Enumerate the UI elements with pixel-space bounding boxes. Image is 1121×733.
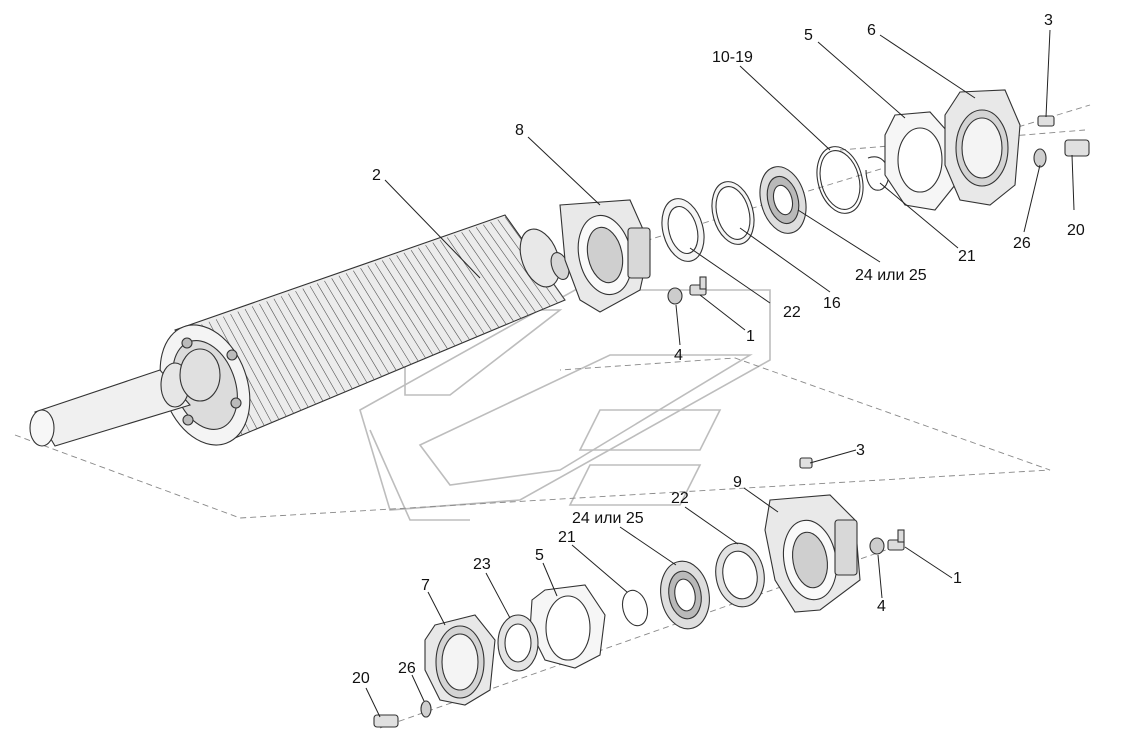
callout-3-top: 3 (1044, 12, 1053, 29)
drum-rib (403, 252, 463, 344)
callout-10-19: 10-19 (712, 49, 753, 66)
circlip-21-bot (621, 589, 649, 627)
drum-rib (273, 298, 331, 399)
drum-rib (490, 221, 551, 307)
drum-rib (461, 232, 522, 319)
shaft (29, 348, 221, 447)
drum-rib (389, 257, 448, 350)
callout-22-top: 22 (783, 304, 801, 321)
drum-rib (345, 273, 404, 368)
gasket-5-bot (529, 584, 606, 669)
cover-7 (424, 614, 496, 706)
ring-16 (711, 181, 755, 245)
plug-20-top (1064, 139, 1090, 157)
ring-22-top (661, 198, 705, 262)
callout-9: 9 (733, 474, 742, 491)
drum-rib (251, 306, 309, 408)
drum-rib (244, 308, 302, 411)
drum-rib (230, 313, 287, 417)
drum-rib (295, 290, 353, 390)
bearing-housing-8 (559, 199, 651, 313)
callout-8: 8 (515, 122, 524, 139)
drum-rib (374, 262, 434, 356)
drum-rib (475, 227, 536, 313)
bolt-3-bot (799, 457, 813, 469)
callout-3-bot: 3 (856, 442, 865, 459)
drum-rib (396, 255, 456, 347)
callout-7: 7 (421, 577, 430, 594)
callout-labels: 3 6 5 10-19 8 2 20 26 21 24 или 25 16 22… (352, 12, 1085, 687)
callout-5-bot: 5 (535, 547, 544, 564)
callout-5-top: 5 (804, 27, 813, 44)
drum-rib (338, 275, 397, 371)
nut-4-top (667, 287, 683, 305)
seal-23 (497, 614, 539, 672)
drum-rib (439, 239, 500, 328)
callout-4-bot: 4 (877, 598, 886, 615)
drum-rib (353, 270, 412, 365)
drum-rib (425, 244, 485, 334)
callout-4-top: 4 (674, 347, 683, 364)
drum-rib (302, 288, 360, 387)
ring-10-19 (816, 146, 864, 214)
fitting-1-bot (887, 529, 905, 551)
callout-23: 23 (473, 556, 491, 573)
drum-rib (468, 229, 529, 316)
drum-rib (324, 280, 382, 377)
bolt-3-top (1037, 115, 1055, 127)
drum-rib (266, 301, 324, 402)
drum-rib (331, 278, 390, 374)
drum-rib (367, 265, 426, 359)
drum-rib (309, 285, 368, 383)
washer-26-bot (420, 700, 432, 718)
drum-rib (418, 247, 478, 337)
plug-20-bot (373, 714, 399, 728)
drum-rib (316, 283, 375, 380)
callout-1-bot: 1 (953, 570, 962, 587)
callout-21-bot: 21 (558, 529, 576, 546)
circlip-21-top (865, 156, 889, 191)
roller-drum (159, 214, 570, 446)
callout-22-bot: 22 (671, 490, 689, 507)
bearing-24-25-bot (660, 560, 710, 630)
callout-16: 16 (823, 295, 841, 312)
drum-rib (410, 250, 470, 341)
drum-rib (280, 296, 338, 396)
callout-26-top: 26 (1013, 235, 1031, 252)
callout-26-bot: 26 (398, 660, 416, 677)
drum-rib (259, 303, 316, 405)
bearing-housing-9 (764, 494, 861, 613)
drum-rib (360, 267, 419, 362)
callout-20-bot: 20 (352, 670, 370, 687)
callout-24-25-bot: 24 или 25 (572, 510, 644, 527)
callout-2: 2 (372, 167, 381, 184)
drum-rib (381, 260, 441, 353)
drum-rib (288, 293, 346, 393)
bearing-24-25-top (759, 166, 807, 234)
cover-6 (944, 89, 1021, 206)
nut-4-bot (869, 537, 885, 555)
drum-rib (223, 316, 280, 420)
washer-26-top (1033, 148, 1047, 168)
drum-rib (454, 234, 514, 322)
drum-rib (237, 311, 294, 414)
drum-rib (446, 237, 507, 325)
callout-20-top: 20 (1067, 222, 1085, 239)
callout-6: 6 (867, 22, 876, 39)
callout-21-top: 21 (958, 248, 976, 265)
ring-22-bot (715, 542, 765, 608)
callout-1-top: 1 (746, 328, 755, 345)
gasket-5-top (884, 111, 956, 211)
drum-rib (483, 224, 544, 310)
fitting-1-top (689, 276, 707, 296)
drum-rib (432, 242, 492, 331)
leader-lines (365, 29, 1075, 718)
callout-24-25-top: 24 или 25 (855, 267, 927, 284)
